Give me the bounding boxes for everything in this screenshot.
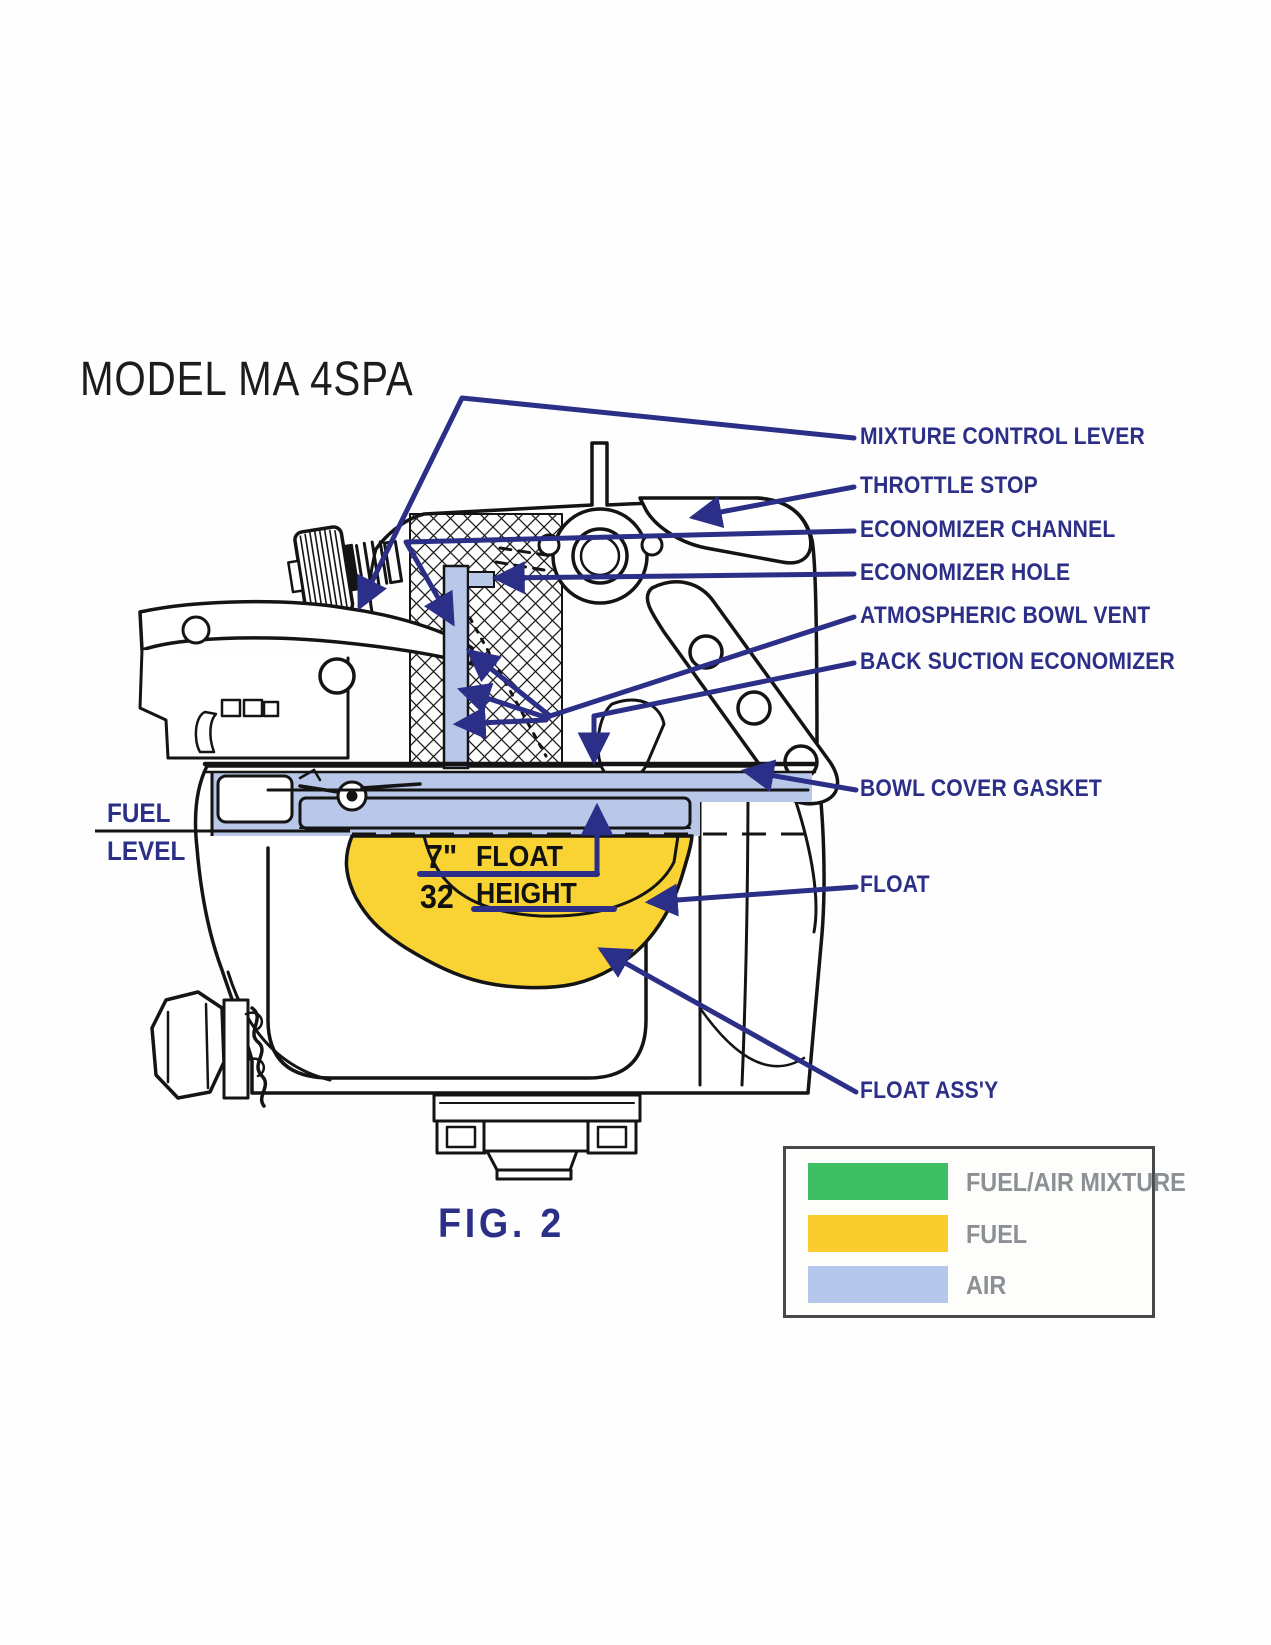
callout-label-mixture-control-lever: MIXTURE CONTROL LEVER — [860, 423, 1145, 450]
legend-label-0: FUEL/AIR MIXTURE — [966, 1167, 1186, 1197]
float-height-numerator: 7" — [426, 838, 458, 875]
bowl-cover-lines — [202, 616, 818, 829]
legend-label-2: AIR — [966, 1270, 1007, 1300]
page-title: MODEL MA 4SPA — [80, 353, 414, 406]
callout-label-float: FLOAT — [860, 871, 930, 898]
fuel-level-line — [95, 829, 810, 836]
fuel-level-label-line2: LEVEL — [107, 836, 186, 866]
float-height-word2: HEIGHT — [476, 878, 577, 910]
legend-label-1: FUEL — [966, 1219, 1028, 1249]
needle-valve — [216, 768, 422, 824]
float-height-word1: FLOAT — [476, 841, 563, 873]
legend-box: FUEL/AIR MIXTURE FUEL AIR — [783, 1146, 1186, 1318]
fuel-level-label-line1: FUEL — [107, 798, 171, 828]
callout-label-bowl-cover-gasket: BOWL COVER GASKET — [860, 775, 1102, 802]
callout-label-back-suction-economizer: BACK SUCTION ECONOMIZER — [860, 648, 1175, 675]
legend-swatch-1 — [808, 1215, 948, 1252]
float-height-denominator: 32 — [420, 878, 454, 915]
callout-label-throttle-stop: THROTTLE STOP — [860, 472, 1038, 499]
figure-caption: FIG. 2 — [438, 1200, 565, 1246]
callout-label-float-assy: FLOAT ASS'Y — [860, 1077, 999, 1104]
legend-swatch-0 — [808, 1163, 948, 1200]
callout-arrows — [357, 395, 859, 1095]
float-height-bracket — [417, 871, 617, 912]
callout-label-economizer-channel: ECONOMIZER CHANNEL — [860, 516, 1116, 543]
legend-swatch-2 — [808, 1266, 948, 1303]
callout-label-economizer-hole: ECONOMIZER HOLE — [860, 559, 1071, 586]
callout-label-atmospheric-bowl-vent: ATMOSPHERIC BOWL VENT — [860, 602, 1151, 629]
